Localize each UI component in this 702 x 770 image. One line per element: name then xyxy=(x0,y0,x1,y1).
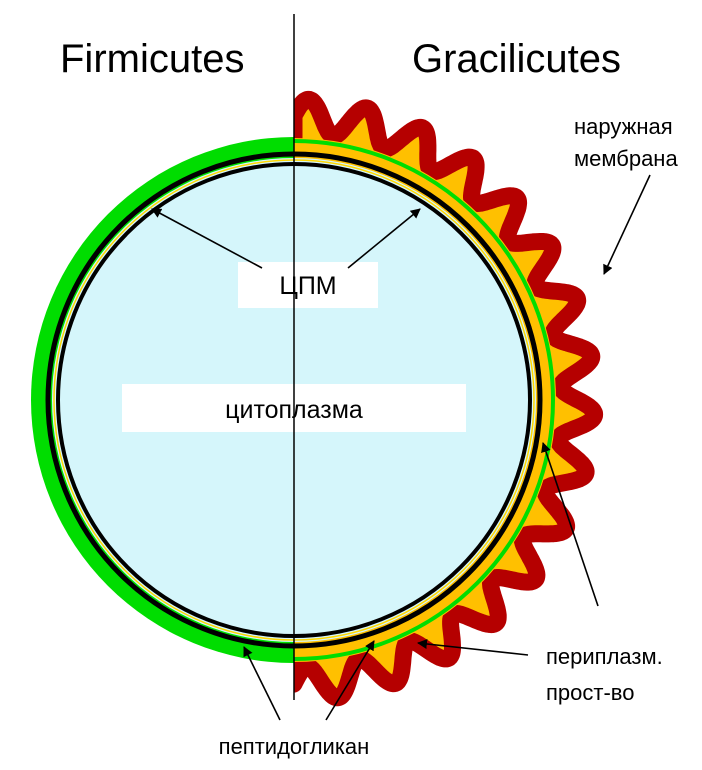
title-firmicutes: Firmicutes xyxy=(60,37,244,81)
label-cpm: ЦПМ xyxy=(279,272,336,300)
label-periplasm-line2: прост-во xyxy=(546,680,634,705)
title-gracilicutes: Gracilicutes xyxy=(412,37,621,81)
arrow-outer-membrane xyxy=(604,175,650,274)
label-outer-membrane-line2: мембрана xyxy=(574,146,678,171)
label-cytoplasm: цитоплазма xyxy=(225,396,363,424)
label-peptidoglycan: пептидогликан xyxy=(219,734,370,759)
label-periplasm-line1: периплазм. xyxy=(546,644,663,669)
label-outer-membrane-line1: наружная xyxy=(574,114,673,139)
